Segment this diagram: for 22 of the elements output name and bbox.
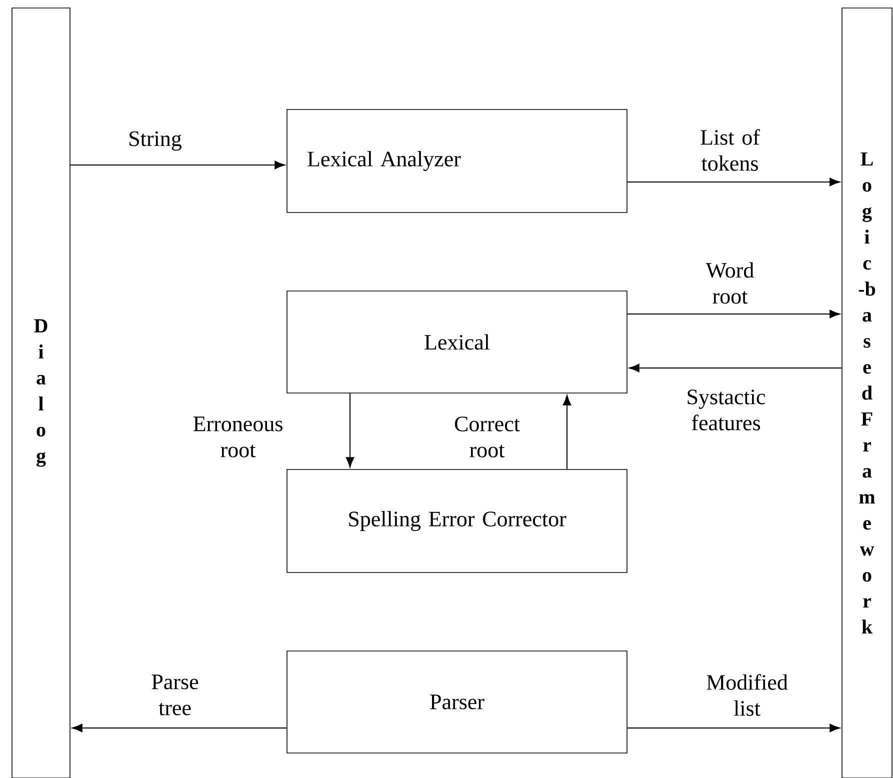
arrow <box>626 724 840 732</box>
edge-label: Correct root <box>454 416 520 458</box>
edge-label: List of tokens <box>700 129 760 171</box>
side-band: Logic-based Framework <box>842 8 892 778</box>
edge-label: Erroneous root <box>193 416 282 458</box>
edge-label: String <box>130 131 182 151</box>
edge-label: Word root <box>706 262 754 304</box>
side-band: Dialog <box>12 8 70 778</box>
arrow <box>562 394 572 470</box>
arrow <box>628 364 842 372</box>
process-box: Lexical <box>286 290 628 394</box>
arrow <box>346 392 354 468</box>
process-box: Spelling Error Corrector <box>286 469 628 573</box>
edge-label: Parse tree <box>152 674 198 716</box>
arrow <box>626 178 840 186</box>
edge-label: Modified list <box>706 674 788 716</box>
edge-label: Systactic features <box>688 390 766 430</box>
arrow <box>70 160 286 170</box>
arrow <box>72 724 288 732</box>
process-box: Lexical Analyzer <box>286 109 628 213</box>
process-box: Parser <box>286 650 628 754</box>
arrow <box>626 310 840 318</box>
